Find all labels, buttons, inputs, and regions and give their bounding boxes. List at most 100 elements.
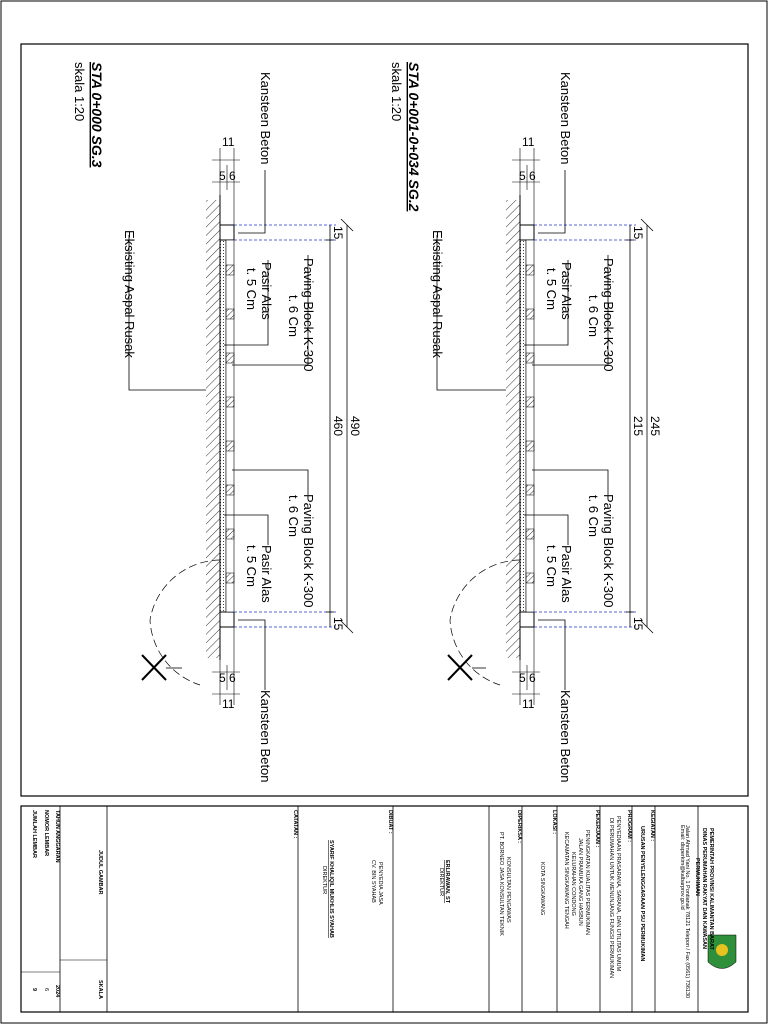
agency-line-1: PEMERINTAH PROVINSI KALIMANTAN BARAT <box>708 828 714 951</box>
section-scale: skala 1:20 <box>389 62 404 121</box>
label-pasir-1: Pasir Alas <box>259 262 274 320</box>
dibuat-value-1: PENYEDIA JASA <box>377 862 383 905</box>
label-paving-1-t: t. 6 Cm <box>586 295 601 337</box>
dim-k-bot-56: 5 6 <box>519 671 536 685</box>
pekerjaan-label: PEKERJAAN : <box>594 810 600 847</box>
paving-block-cell <box>525 484 535 496</box>
program-value-2: DI PERUMAHAN UNTUK MENUNJANG FUNGSI PERM… <box>608 818 614 978</box>
paving-block-cell <box>225 528 235 540</box>
dim-total: 245 <box>648 416 662 436</box>
paving-layer <box>525 239 535 613</box>
dim-k-top-56: 5 6 <box>519 169 536 183</box>
nomor-value: 6 <box>43 988 49 991</box>
dibuat-title: DIREKTUR <box>321 866 327 894</box>
diperiksa-label: DIPERIKSA : <box>516 810 522 843</box>
dim-inner: 215 <box>631 416 645 436</box>
label-paving-2-t: t. 6 Cm <box>286 495 301 537</box>
kegiatan-label: KEGIATAN : <box>649 810 655 841</box>
dim-end-top: 15 <box>331 226 345 240</box>
diperiksa-title: DIREKTUR <box>438 868 444 896</box>
paving-block-cell <box>225 396 235 408</box>
dim-k-top-56: 5 6 <box>219 169 236 183</box>
label-pasir-2-t: t. 5 Cm <box>244 545 259 587</box>
section-sg3: STA 0+000 SG.3 skala 1:20 490 460 15 15 … <box>72 62 362 783</box>
section-title: STA 0+001-0+034 SG.2 <box>406 62 422 212</box>
dim-end-bottom: 15 <box>331 617 345 631</box>
lokasi-label: LOKASI : <box>551 810 557 834</box>
diperiksa-value-2: PT. BORNEO JASA KONSULTAN TEKNIK <box>498 832 504 936</box>
dibuat-value-2: CV. BIN SYAHAB <box>370 860 376 903</box>
pekerjaan-value-3: KELURAHAN CONDONG <box>570 852 576 916</box>
label-existing: Eksisting Aspal Rusak <box>430 230 445 358</box>
paving-block-cell <box>525 352 535 364</box>
kegiatan-value: URUSAN PENYELENGGARAAN PSU PERMUKIMAN <box>639 826 645 961</box>
paving-block-cell <box>525 440 535 452</box>
diperiksa-name: ERLIRAWAN, ST <box>444 860 450 904</box>
pekerjaan-value-1: PENINGKATAN KUALITAS PERMUKIMAN <box>584 830 590 935</box>
paving-blocks <box>225 264 235 584</box>
tahun-value: 2024 <box>54 985 60 998</box>
dim-end-bottom: 15 <box>631 617 645 631</box>
agency-line-3: PERMUKIMAN <box>694 858 700 896</box>
program-label: PROGRAM : <box>626 810 632 842</box>
label-pasir-1: Pasir Alas <box>559 262 574 320</box>
pekerjaan-value-2: JALAN PRAMUKA GANG HASBUN <box>577 838 583 926</box>
dim-total: 490 <box>348 416 362 436</box>
label-paving-1: Paving Block K-300 <box>601 258 616 371</box>
pekerjaan-value-4: KECAMATAN SINGKAWANG TENGAH <box>563 832 569 929</box>
paving-block-cell <box>525 264 535 276</box>
ground-hatch <box>506 200 520 658</box>
label-kanstin-top: Kansteen Beton <box>558 72 573 165</box>
label-existing: Eksisting Aspal Rusak <box>122 230 137 358</box>
kanstin-top <box>519 224 535 241</box>
jumlah-value: 9 <box>31 988 37 991</box>
dibuat-label: DIBUAT : <box>387 810 393 834</box>
label-kanstin-bottom: Kansteen Beton <box>558 690 573 783</box>
lokasi-value: KOTA SINGKAWANG <box>539 862 545 915</box>
dim-k-top-11: 11 <box>522 135 535 149</box>
label-pasir-1-t: t. 5 Cm <box>544 268 559 310</box>
title-block-frame <box>20 805 749 1013</box>
kanstin-bottom <box>519 611 535 628</box>
paving-block-cell <box>525 308 535 320</box>
paving-block-cell <box>525 528 535 540</box>
agency-line-2: DINAS PERUMAHAN RAKYAT DAN KAWASAN <box>701 828 707 949</box>
label-kanstin-top: Kansteen Beton <box>258 72 273 165</box>
paving-blocks <box>525 264 535 584</box>
diperiksa-value-1: KONSULTAN PENGAWAS <box>505 857 511 923</box>
pasir-layer <box>519 239 527 613</box>
dim-k-bot-11: 11 <box>522 697 535 711</box>
dibuat-name: SYARIF KHALIQIL MUKHLIS SYAHAB <box>328 840 334 938</box>
detail-circle <box>149 559 221 686</box>
province-logo <box>707 934 737 969</box>
section-title: STA 0+000 SG.3 <box>89 62 105 168</box>
dim-k-bot-56: 5 6 <box>219 671 236 685</box>
label-paving-1: Paving Block K-300 <box>301 258 316 371</box>
drawing-frame <box>20 43 749 797</box>
paving-block-cell <box>225 308 235 320</box>
dim-k-bot-11: 11 <box>222 697 235 711</box>
paving-block-cell <box>225 572 235 584</box>
section-scale: skala 1:20 <box>72 62 87 121</box>
label-paving-2: Paving Block K-300 <box>301 494 316 607</box>
detail-circle <box>449 559 521 686</box>
paving-layer <box>225 239 235 613</box>
pasir-layer <box>219 239 227 613</box>
paving-block-cell <box>525 396 535 408</box>
title-block: PEMERINTAH PROVINSI KALIMANTAN BARAT DIN… <box>21 806 737 1012</box>
paving-block-cell <box>225 484 235 496</box>
paving-block-cell <box>525 572 535 584</box>
program-value-1: PENYEDIAAN PRASARANA, SARANA, DAN UTILIT… <box>615 816 621 972</box>
label-pasir-2-t: t. 5 Cm <box>544 545 559 587</box>
agency-address-2: Email: disperkim@kalbarprov.go.id <box>679 825 685 910</box>
label-paving-1-t: t. 6 Cm <box>286 295 301 337</box>
label-pasir-2: Pasir Alas <box>259 545 274 603</box>
section-sg2: STA 0+001-0+034 SG.2 skala 1:20 245 215 … <box>389 62 662 783</box>
paving-block-cell <box>225 352 235 364</box>
skala-label: SKALA <box>97 980 103 999</box>
nomor-label: NOMOR LEMBAR <box>43 810 49 856</box>
jumlah-label: JUMLAH LEMBAR <box>31 810 37 858</box>
paving-block-cell <box>225 264 235 276</box>
label-kanstin-bottom: Kansteen Beton <box>258 690 273 783</box>
